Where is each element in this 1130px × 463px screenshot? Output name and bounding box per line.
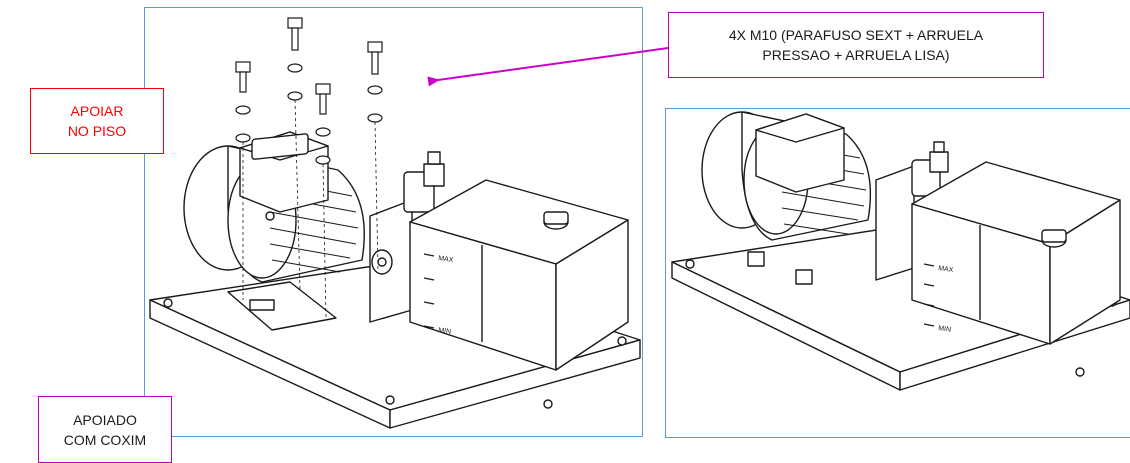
floor-support-callout: APOIAR NO PISO [30, 88, 164, 154]
tank-max-mark-assembled: MAX [938, 265, 954, 274]
fasteners-callout: 4X M10 (PARAFUSO SEXT + ARRUELA PRESSAO … [668, 12, 1044, 78]
right-drawing-frame [665, 108, 1130, 438]
fasteners-callout-line2: PRESSAO + ARRUELA LISA) [762, 47, 950, 63]
tank-min-mark: MIN [438, 327, 452, 336]
callout-arrow [427, 47, 669, 87]
left-drawing-frame [144, 7, 643, 437]
floor-support-line2: NO PISO [67, 123, 127, 139]
assembled-pump-unit [671, 111, 1130, 391]
exploded-pump-unit [149, 131, 641, 429]
cushion-support-line2: COM COXIM [63, 431, 147, 448]
cushion-support-callout: APOIADO COM COXIM [38, 396, 172, 463]
cushion-support-line1: APOIADO [73, 411, 137, 428]
floor-support-line1: APOIAR [70, 103, 124, 119]
tank-max-mark: MAX [438, 255, 454, 264]
tank-min-mark-assembled: MIN [938, 325, 952, 334]
fasteners-callout-line1: 4X M10 (PARAFUSO SEXT + ARRUELA [728, 27, 984, 43]
